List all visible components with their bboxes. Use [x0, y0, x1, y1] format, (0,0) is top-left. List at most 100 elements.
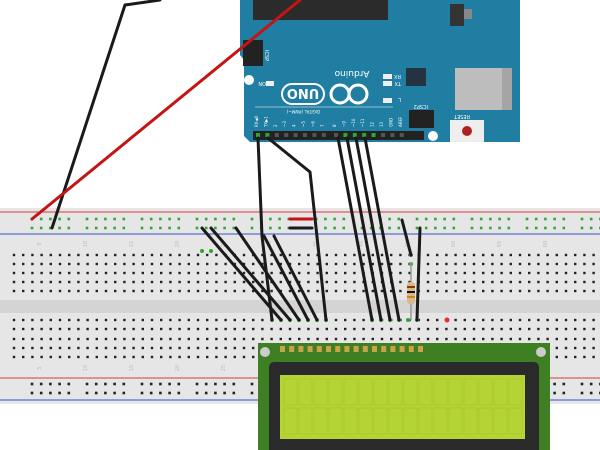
hole [160, 327, 163, 331]
hole [86, 280, 89, 284]
pin-label: 2 [273, 124, 278, 127]
hole [104, 327, 108, 331]
arduino-uno: UNO Arduino ON RX TX L ICSP ICSP2 RESET … [240, 0, 520, 142]
rail-hole [589, 226, 593, 230]
hole [95, 318, 98, 322]
reset-button-knob[interactable] [462, 126, 472, 136]
hole [68, 271, 71, 275]
hole [169, 318, 172, 322]
hole [528, 271, 531, 275]
hole [12, 289, 16, 293]
hole [160, 337, 163, 341]
hole [500, 318, 503, 322]
hole [380, 289, 384, 293]
hole [482, 318, 485, 322]
rail-hole [553, 382, 556, 386]
rail-hole [104, 391, 107, 395]
hole [160, 253, 163, 257]
hole [86, 337, 89, 341]
rail-hole [397, 217, 401, 221]
hole [49, 253, 52, 257]
hole [77, 318, 80, 322]
hole [224, 271, 227, 275]
hole [583, 337, 586, 341]
hole [399, 262, 402, 266]
hole [114, 337, 117, 341]
hole [399, 271, 402, 275]
pin-label: GND [388, 118, 393, 127]
hole [123, 337, 126, 341]
hole [215, 327, 218, 331]
hole [49, 271, 52, 275]
header-pin [274, 133, 279, 137]
rail-hole [177, 217, 181, 221]
rail-hole [149, 382, 153, 386]
hole [362, 337, 365, 341]
rail-hole [67, 382, 71, 386]
rail-hole [177, 226, 181, 230]
hole [574, 346, 577, 350]
hole [31, 289, 34, 293]
hole [537, 337, 540, 341]
hole [491, 289, 494, 293]
hole [371, 337, 374, 341]
hole [353, 262, 356, 266]
jumper-wire [415, 226, 422, 322]
hole [518, 271, 522, 275]
hole [31, 318, 34, 322]
hole [472, 327, 476, 331]
hole [270, 271, 273, 275]
lcd-char-cell [328, 378, 343, 406]
hole [40, 253, 43, 257]
rail-hole [415, 217, 419, 221]
lcd-pin [289, 346, 295, 352]
rail-hole [30, 226, 34, 230]
hole [178, 253, 181, 257]
lcd-char-cell [433, 407, 448, 435]
rail-hole [85, 226, 89, 230]
rail-hole [85, 217, 89, 221]
rail-hole [544, 226, 547, 230]
rail-hole [534, 217, 538, 221]
rail-hole [388, 217, 391, 221]
rail-hole [85, 391, 89, 395]
rail-hole [58, 391, 61, 395]
lcd-char-cell [358, 378, 373, 406]
hole [196, 289, 200, 293]
hole [123, 262, 126, 266]
hole [353, 337, 356, 341]
rail-hole [113, 217, 116, 221]
hole [104, 289, 108, 293]
hole [160, 346, 163, 350]
hole [288, 289, 292, 293]
lcd-char-cell [328, 407, 343, 435]
column-number: 10 [83, 241, 89, 247]
hole [141, 289, 144, 293]
hole [12, 327, 16, 331]
hole [95, 253, 98, 257]
hole [178, 262, 181, 266]
rail-hole [223, 217, 226, 221]
rail-hole [223, 382, 226, 386]
hole [224, 337, 227, 341]
hole [31, 253, 34, 257]
hole [233, 280, 236, 284]
hole [279, 337, 282, 341]
svg-text:ICSP: ICSP [263, 50, 269, 61]
hole [362, 289, 365, 293]
uno-logo: UNO Arduino [281, 68, 369, 105]
rail-hole [168, 226, 171, 230]
hole [325, 253, 328, 257]
hole [426, 271, 430, 275]
hole [206, 327, 209, 331]
rail-hole [204, 217, 208, 221]
hole [178, 289, 181, 293]
hole [307, 337, 310, 341]
hole [528, 262, 531, 266]
hole [31, 280, 34, 284]
rail-hole [214, 382, 217, 386]
lcd-char-cell [403, 378, 418, 406]
svg-text:TX: TX [394, 80, 402, 86]
hole [555, 346, 558, 350]
hole [86, 271, 89, 275]
